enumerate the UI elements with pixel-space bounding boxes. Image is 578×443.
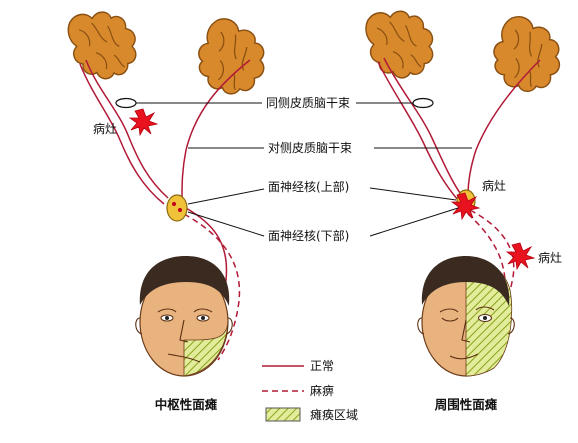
left-panel: 病灶 [60,0,276,377]
label-nucleus-upper: 面神经核(上部) [268,179,349,194]
right-panel: 病灶 病灶 [358,0,571,377]
legend-area-label: 瘫痪区域 [310,407,358,422]
center-labels: 同侧皮质脑干束 对侧皮质脑干束 面神经核(上部) 面神经核(下部) [136,96,472,243]
legend-paralysis-label: 麻痹 [310,383,334,398]
right-lesion-lower-label: 病灶 [538,250,562,265]
right-lesion-lower [506,242,535,270]
label-contralateral-tract: 对侧皮质脑干束 [268,141,352,155]
left-facial-nucleus [166,194,188,222]
right-ipsi-oval [412,97,434,109]
left-lower-branch [183,213,241,361]
label-nucleus-lower: 面神经核(下部) [268,228,349,243]
right-cortex-right [484,11,571,100]
legend-normal-label: 正常 [310,359,334,373]
label-ipsilateral-tract: 同侧皮质脑干束 [266,96,350,110]
leader-nucleus-upper-right [369,187,457,201]
left-cortex-left [60,0,147,89]
legend-area-swatch [265,407,301,422]
left-lesion [129,108,158,136]
right-cortex-left [358,0,443,87]
right-lesion-upper-label: 病灶 [482,178,506,193]
right-contra-tract [467,59,541,197]
right-face [417,256,515,377]
leader-nucleus-lower-left [187,211,265,237]
left-ipsi-tract-b [79,63,165,205]
leader-nucleus-upper-left [187,188,265,205]
caption-peripheral: 周围性面瘫 [435,397,498,412]
left-cortex-right [188,13,276,103]
caption-central: 中枢性面瘫 [155,397,218,412]
left-ipsi-oval [115,97,137,109]
right-ipsi-tract-a [383,57,463,197]
left-contra-tract [181,59,251,199]
leader-nucleus-lower-right [369,207,459,237]
left-lesion-label: 病灶 [93,121,117,136]
right-ipsi-tract-b [377,61,459,201]
left-ipsi-tract-a [85,59,169,199]
legend: 正常 麻痹 瘫痪区域 [262,359,358,422]
left-paralysis-area [183,321,229,377]
left-face [135,256,233,377]
